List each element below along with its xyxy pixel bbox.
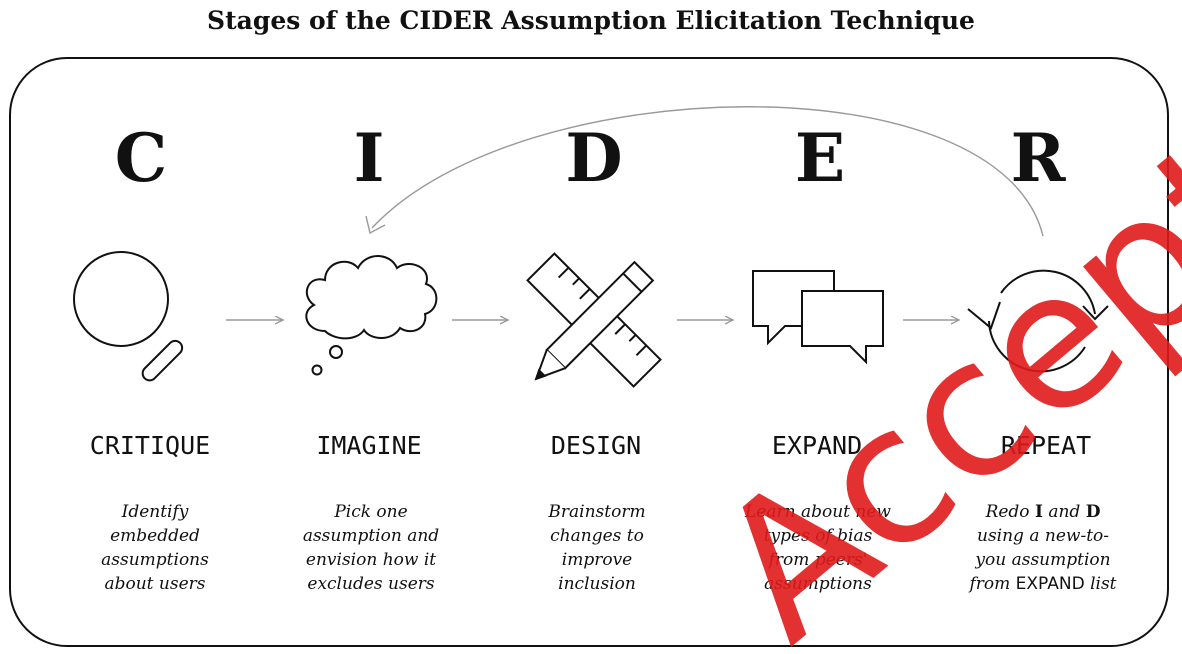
desc-line: improve [561,550,633,570]
diagram-title: Stages of the CIDER Assumption Elicitati… [207,6,975,35]
thought-cloud-icon [305,255,438,376]
letter-d-ref: D [1085,502,1101,522]
desc-line: assumptions [101,550,209,570]
stage-name-design: DESIGN [550,431,642,460]
stage-letter-c: C [114,119,168,197]
stage-letter-e: E [794,119,846,197]
desc-line: embedded [110,526,200,546]
stage-name-repeat: REPEAT [1000,431,1092,460]
speech-bubbles-icon [752,270,884,365]
list-text: list [1090,574,1117,594]
letter-i-ref: I [1034,502,1043,522]
loop-back-arrowhead [365,215,386,235]
from-text: from [969,574,1011,594]
desc-line: inclusion [558,574,636,594]
stage-description-critique: Identify embedded assumptions about user… [55,500,255,596]
desc-line: using a new-to- [977,526,1109,546]
desc-line: types of bias [763,526,873,546]
desc-line: about users [104,574,206,594]
stage-description-repeat: Redo I and D using a new-to- you assumpt… [943,500,1143,596]
stage-name-imagine: IMAGINE [316,431,422,460]
stage-description-design: Brainstorm changes to improve inclusion [497,500,697,596]
expand-ref: EXPAND [1015,574,1085,594]
redo-text: Redo [985,502,1030,522]
pencil-ruler-icon [526,252,662,388]
stage-description-imagine: Pick one assumption and envision how it … [271,500,471,596]
desc-line: excludes users [307,574,435,594]
desc-line: from EXPAND list [943,572,1143,596]
desc-line: from peers' [768,550,868,570]
stage-letter-r: R [1010,119,1066,197]
rounded-frame [9,57,1169,647]
loop-back-arrow [371,106,1044,237]
desc-line: Learn about new [745,502,891,522]
cycle-arrows-icon [967,269,1109,373]
stage-name-critique: CRITIQUE [89,431,211,460]
desc-line: Redo I and D [943,500,1143,524]
magnifier-icon [73,251,184,382]
desc-line: assumption and [302,526,440,546]
stage-description-expand: Learn about new types of bias from peers… [718,500,918,596]
stage-letter-i: I [353,119,385,197]
desc-line: Brainstorm [548,502,646,522]
stage-letter-d: D [565,119,623,197]
desc-line: Pick one [334,502,408,522]
stage-name-expand: EXPAND [771,431,863,460]
desc-line: envision how it [305,550,437,570]
desc-line: Identify [121,502,189,522]
desc-line: assumptions [764,574,872,594]
desc-line: changes to [550,526,644,546]
desc-line: you assumption [975,550,1111,570]
and-text: and [1048,502,1081,522]
